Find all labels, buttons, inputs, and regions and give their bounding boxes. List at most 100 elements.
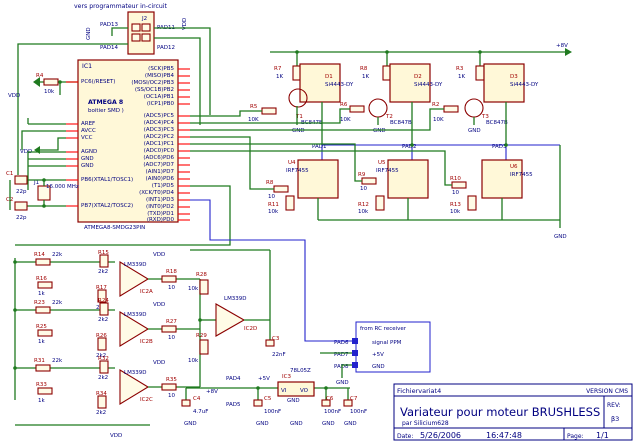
regulator-gnd: GND [287,398,300,404]
vdd-arrow-icon [34,146,40,154]
mcu-pin-label: PB6(XTAL1/TOSC1) [81,177,133,183]
mcu-pin-label: (AIN0)PD6 [146,176,175,182]
regulator-out: VO [300,388,309,394]
mosfet-ref: U5 [378,160,386,166]
resistor-ref: R34 [96,391,107,397]
transistor-ref: T1 [295,114,303,120]
vdd-label: VDD [110,433,122,439]
resistor-value: 10 [168,335,175,341]
transistor-part: BC847B [390,120,412,126]
resistor-ref: R5 [250,104,258,110]
mcu-supply: VDD [20,118,66,190]
mcu-body [77,59,179,223]
resistor [285,195,295,211]
mcu-name: ATMEGA 8 [88,99,123,106]
junction-dot [42,204,46,208]
resistor-ref: R9 [358,172,366,178]
resistor-value: 2k2 [96,410,106,416]
resistor-ref: R35 [166,377,177,383]
resistor-ref: R16 [36,276,47,282]
transistor [288,88,308,108]
regulator-body [277,381,315,397]
resistor-value: 22k [52,300,63,306]
resistor-ref: R24 [98,298,109,304]
net-wire [21,130,66,150]
mcu-pin-label: (SCK)PB5 [148,66,174,72]
resistor [37,387,53,395]
pad-icon [352,338,358,344]
resistor-ref: R8 [266,180,274,186]
resistor-ref: R8 [360,66,368,72]
transistor [368,98,388,118]
resistor-value: 22k [52,252,63,258]
resistor [161,275,177,283]
cap-value: 22nF [272,352,286,358]
mosfet-part: Si4443-DY [325,82,354,88]
cap-value: 22p [16,215,27,221]
resistor [37,329,53,337]
resistor-ref: R10 [450,176,461,182]
rc-frame [355,321,431,373]
mcu-pin-label: (ICP1)PB0 [147,101,175,107]
mosfet-ref: D2 [414,74,422,80]
mcu-pin-label: (RXD)PD0 [147,217,175,223]
resistor [99,302,109,316]
transistor-ref: T2 [385,114,393,120]
gnd-label: GND [290,421,303,427]
nmos-stage-2: PAD2 U5 IRF7455 R9 10 R12 10k [358,144,429,220]
resistor [35,258,51,266]
mcu-pin-label: (MOSI/OC2)PB3 [131,80,174,86]
comparator-symbol [119,311,150,347]
junction-dot [42,178,46,182]
vdd-label: VDD [182,18,188,30]
junction-dot [324,386,328,390]
regulator-ref: IC3 [282,374,291,380]
drive-signals [15,108,452,246]
resistor [261,107,277,115]
mcu-pin-label: (ADC5)PC5 [144,113,175,119]
comparator-symbol [215,303,246,337]
mcu-pin-label: VCC [81,135,93,141]
vdd-label: VDD [153,360,165,366]
vdd-label: VDD [20,149,32,155]
mosfet-ref: D3 [510,74,518,80]
resistor-ref: R17 [96,285,107,291]
mcu-pin-label: AREF [81,121,95,127]
resistor-value: 10K [433,117,444,123]
capacitor [343,399,353,407]
mcu-pin-label: (MISO)PB4 [145,73,175,79]
cap-ref: C4 [193,396,201,402]
resistor-ref: R7 [274,66,282,72]
resistor-value: 2k2 [98,269,108,275]
connector-pin-label: PAD12 [157,45,175,51]
comparator-b: R23 22k R24 2k2 R25 1k R26 2k2 LM339D IC… [15,298,200,359]
regulator-part: 78L05Z [290,368,311,374]
mosfet [387,159,429,199]
connector-pin [141,23,151,32]
mosfet-ref: U6 [510,164,518,170]
pad-icon [352,350,358,356]
resistor [35,306,51,314]
nmos-stage-1: PAD1 U4 IRF7455 R8 10 R11 10k [266,144,339,220]
mcu-ic1: IC1 ATMEGA 8 boitier SMD ) ATMEGA8-SMDG2… [66,59,190,231]
vdd-label: VDD [8,93,20,99]
net-wire [154,27,211,115]
resistor [43,78,59,86]
cap-value: 100nF [350,409,367,415]
resistor-value: 10k [450,209,461,215]
connector-title: vers programmateur in-circuit [74,3,168,10]
net-wire [40,137,66,151]
resistor [99,254,109,268]
resistor-ref: R13 [450,202,461,208]
resistor [199,279,209,295]
net-wire [190,199,352,342]
resistor-value: 10 [452,190,459,196]
mosfet [483,63,525,103]
resistor-ref: R18 [166,269,177,275]
date-value: 5/26/2006 [420,431,461,440]
resistor [97,395,107,409]
net-wire [27,151,66,190]
mcu-pin-label: AGND [81,149,97,155]
title-frame [393,383,633,441]
net-wire [190,108,444,131]
